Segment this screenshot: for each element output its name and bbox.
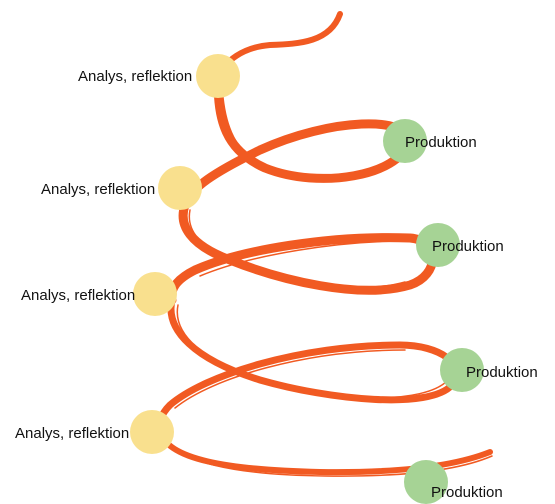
- analysis-nodes: [130, 54, 240, 454]
- production-label-2: Produktion: [432, 238, 504, 255]
- analysis-node-1: [196, 54, 240, 98]
- spiral-loop-2: [167, 200, 437, 305]
- node-labels: Analys, reflektion Produktion Analys, re…: [15, 68, 538, 501]
- analysis-node-3: [133, 272, 177, 316]
- spiral-loop-2-echo: [188, 209, 406, 288]
- spiral-loop-3: [155, 296, 461, 434]
- production-label-1: Produktion: [405, 134, 477, 151]
- analysis-label-1: Analys, reflektion: [78, 68, 192, 85]
- production-node-1: [383, 119, 427, 163]
- spiral-loop-2-echo-b: [199, 240, 416, 277]
- spiral-loop-1-echo: [221, 84, 404, 182]
- production-node-2: [416, 223, 460, 267]
- analysis-node-4: [130, 410, 174, 454]
- analysis-label-3: Analys, reflektion: [21, 287, 135, 304]
- analysis-label-2: Analys, reflektion: [41, 181, 155, 198]
- production-label-4: Produktion: [431, 484, 503, 501]
- spiral-loop-3-echo: [176, 304, 449, 399]
- spiral-loop-1: [180, 75, 412, 210]
- production-node-3: [440, 348, 484, 392]
- analysis-node-2: [158, 166, 202, 210]
- analysis-label-4: Analys, reflektion: [15, 425, 129, 442]
- production-label-3: Produktion: [466, 364, 538, 381]
- production-nodes: [383, 119, 484, 504]
- production-node-4: [404, 460, 448, 504]
- spiral-bottom-echo: [164, 433, 493, 477]
- spiral-loop-3-echo-b: [174, 349, 406, 409]
